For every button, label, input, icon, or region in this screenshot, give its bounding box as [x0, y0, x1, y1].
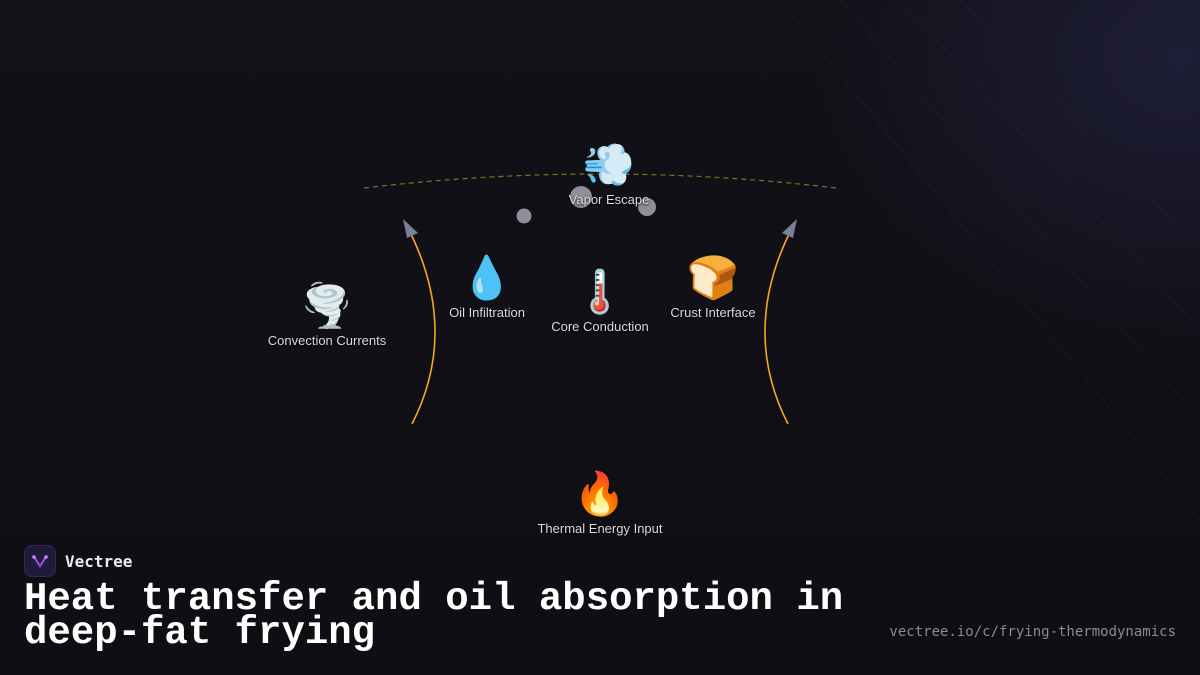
brand-name: Vectree [65, 551, 133, 571]
node-crust-interface: 🍞 Crust Interface [670, 253, 755, 322]
node-label: Thermal Energy Input [537, 521, 663, 536]
vapor-bubble [570, 186, 592, 208]
node-core-conduction: 🌡️ Core Conduction [551, 267, 649, 336]
node-label: Vapor Escape [568, 192, 650, 207]
node-label: Crust Interface [670, 305, 756, 320]
bread-icon: 🍞 [686, 253, 740, 302]
oil-surface-boundary [363, 173, 837, 189]
source-url[interactable]: vectree.io/c/frying-thermodynamics [889, 624, 1176, 640]
vapor-bubble [516, 208, 532, 224]
thermometer-icon: 🌡️ [573, 267, 627, 316]
node-convection-currents: 🌪️ Convection Currents [268, 281, 387, 350]
node-label: Core Conduction [551, 319, 649, 334]
brand[interactable]: Vectree [24, 544, 132, 578]
vapor-bubble [638, 198, 656, 216]
fire-icon: 🔥 [573, 469, 627, 518]
node-thermal-energy-input: 🔥 Thermal Energy Input [537, 469, 662, 538]
left-convection-arc [407, 227, 436, 425]
node-label: Convection Currents [267, 333, 387, 348]
right-arc-arrowhead [782, 219, 797, 238]
node-label: Oil Infiltration [449, 305, 525, 320]
left-arc-arrowhead [403, 219, 418, 238]
node-oil-infiltration: 💧 Oil Infiltration [449, 253, 525, 322]
droplet-icon: 💧 [460, 253, 514, 302]
dashing-away-icon: 💨 [582, 140, 636, 189]
tornado-icon: 🌪️ [300, 281, 354, 330]
vectree-logo-icon [24, 545, 56, 577]
page-title: Heat transfer and oil absorption in deep… [24, 577, 844, 655]
node-vapor-escape: 💨 Vapor Escape [569, 140, 650, 209]
right-convection-arc [764, 227, 793, 425]
